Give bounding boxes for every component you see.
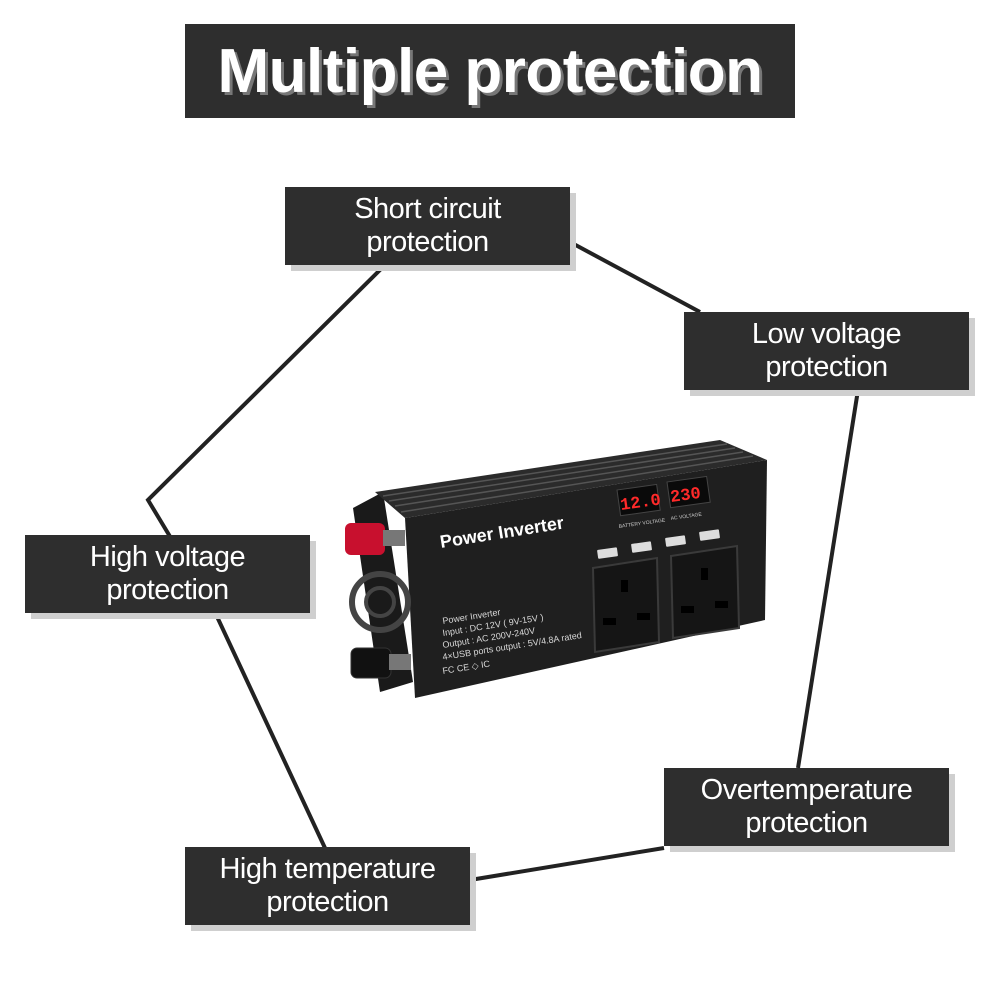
negative-terminal-icon — [350, 647, 411, 679]
label-line: protection — [745, 807, 868, 839]
battery-voltage-display: 12.0 BATTERY VOLTAGE — [616, 483, 666, 530]
usb-ports — [597, 529, 720, 559]
label-high-voltage: High voltage protection — [25, 535, 310, 613]
power-inverter-image: Power Inverter 12.0 BATTERY VOLTAGE 230 … — [345, 440, 767, 698]
page-title: Multiple protection — [217, 36, 763, 106]
positive-terminal-icon — [345, 523, 405, 555]
connector-bottom — [469, 846, 665, 882]
label-high-temperature: High temperature protection — [185, 847, 470, 925]
connector-right — [796, 389, 860, 769]
connector-top-right — [569, 240, 701, 314]
ac-socket-right — [669, 544, 741, 640]
label-overtemperature: Overtemperature protection — [664, 768, 949, 846]
heatsink-fins — [382, 443, 754, 513]
label-line: High voltage — [89, 541, 246, 573]
ac-voltage-caption: AC VOLTAGE — [670, 512, 702, 522]
title-banner: Multiple protection — [185, 24, 795, 118]
label-line: protection — [366, 226, 489, 258]
fan-icon — [349, 571, 411, 633]
label-line: Short circuit — [354, 193, 501, 225]
ac-socket-left — [591, 556, 661, 654]
inverter-front-panel — [405, 460, 767, 698]
ac-voltage-display: 230 AC VOLTAGE — [666, 475, 711, 522]
label-low-voltage: Low voltage protection — [684, 312, 969, 390]
label-line: High temperature — [219, 853, 436, 885]
label-line: Low voltage — [751, 318, 902, 350]
ac-voltage-readout: 230 — [669, 485, 702, 508]
label-line: protection — [266, 886, 389, 918]
label-line: protection — [765, 351, 888, 383]
label-short-circuit: Short circuit protection — [285, 187, 570, 265]
label-line: protection — [106, 574, 229, 606]
fan-hub — [364, 586, 396, 618]
label-line: Overtemperature — [700, 774, 913, 806]
